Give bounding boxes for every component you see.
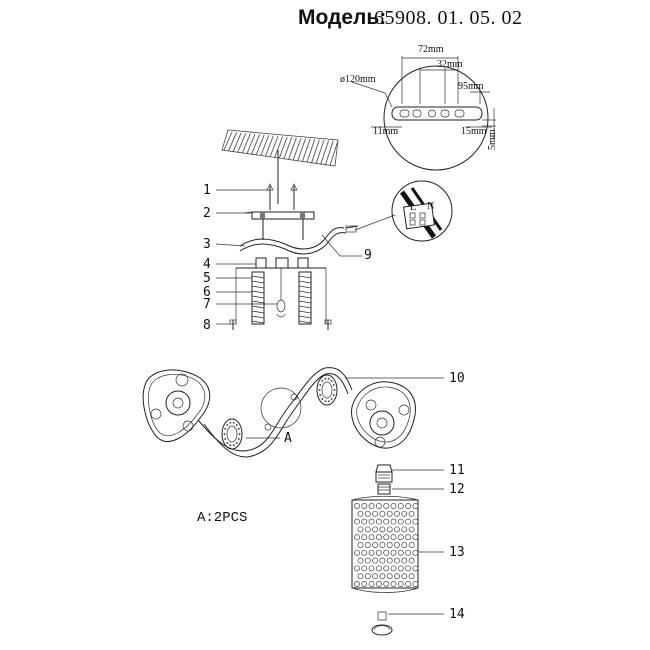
callout-7: 7 xyxy=(203,297,211,312)
wiring-circle xyxy=(391,180,453,242)
callout-11: 11 xyxy=(449,463,465,478)
shade-assembly: 11 12 13 14 xyxy=(351,463,465,636)
callout-9: 9 xyxy=(364,248,372,263)
dim-32mm: 32mm xyxy=(437,59,463,70)
dim-15mm: 15mm xyxy=(461,126,487,137)
callout-a: A xyxy=(284,431,292,446)
plate-circle xyxy=(383,65,489,171)
dim-95mm: 95mm xyxy=(458,81,484,92)
model-label: Модель: xyxy=(298,6,387,29)
quantity-note: A:2PCS xyxy=(197,510,248,526)
top-view-fixture: 10 A xyxy=(142,367,465,458)
callout-1: 1 xyxy=(203,183,211,198)
wiring-detail: L N xyxy=(354,180,453,242)
crystal-oval-upper xyxy=(316,374,338,406)
dim-120mm: ø120mm xyxy=(340,74,376,85)
dim-5mm: 5mm xyxy=(487,129,498,150)
center-hole xyxy=(428,109,436,118)
wire-l-label: L xyxy=(410,202,416,213)
callout-8: 8 xyxy=(203,318,211,333)
callout-4: 4 xyxy=(203,257,211,272)
ceiling-plate-detail: 72mm 32mm ø120mm 95mm 11mm 15mm 5mm xyxy=(340,44,498,171)
callout-13: 13 xyxy=(449,545,465,560)
callout-5: 5 xyxy=(203,271,211,286)
callout-6: 6 xyxy=(203,285,211,300)
mounting-bar xyxy=(391,106,483,121)
dim-11mm: 11mm xyxy=(373,126,398,137)
wire-n-label: N xyxy=(427,201,434,212)
callout-12: 12 xyxy=(449,482,465,497)
callout-14: 14 xyxy=(449,607,465,622)
callout-3: 3 xyxy=(203,237,211,252)
slot-left xyxy=(399,109,410,118)
side-assembly: 1 2 3 4 5 6 7 8 9 xyxy=(203,183,372,333)
ceiling-hatch xyxy=(221,129,339,167)
slot-right xyxy=(454,109,465,118)
dim-72mm: 72mm xyxy=(418,44,444,55)
model-number: 65908. 01. 05. 02 xyxy=(374,7,523,29)
callout-2: 2 xyxy=(203,206,211,221)
callout-10: 10 xyxy=(449,371,465,386)
crystal-oval-lower xyxy=(221,418,243,450)
